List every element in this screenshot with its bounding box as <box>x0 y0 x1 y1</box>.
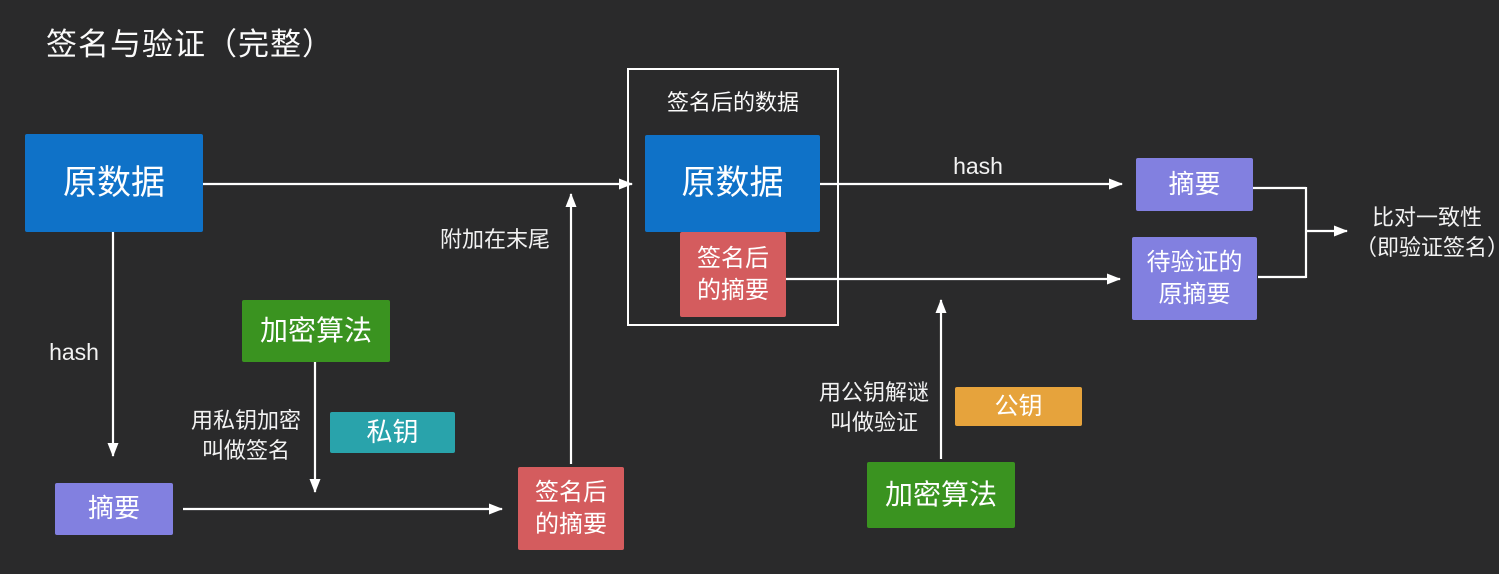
diagram-title: 签名与验证（完整） <box>46 27 334 62</box>
node-encryption-algorithm-verify: 加密算法 <box>867 462 1015 528</box>
node-public-key: 公钥 <box>955 387 1082 426</box>
label-compare-consistency: 比对一致性 （即验证签名） <box>1355 205 1499 260</box>
node-signed-digest: 签名后 的摘要 <box>518 467 624 550</box>
node-private-key: 私钥 <box>330 412 455 453</box>
label-hash-right: hash <box>953 153 1003 179</box>
node-encryption-algorithm-sign: 加密算法 <box>242 300 390 362</box>
node-original-data-left: 原数据 <box>25 134 203 232</box>
label-attach-at-end: 附加在末尾 <box>439 227 550 252</box>
signed-data-container-label: 签名后的数据 <box>666 90 799 115</box>
node-digest-left: 摘要 <box>55 483 173 535</box>
node-digest-to-verify: 待验证的 原摘要 <box>1132 237 1257 320</box>
label-verify-with-public-key: 用公钥解谜 叫做验证 <box>818 380 929 435</box>
label-hash-left: hash <box>49 339 99 365</box>
signed-data-container <box>627 68 839 326</box>
node-digest-computed: 摘要 <box>1136 158 1253 211</box>
label-sign-with-private-key: 用私钥加密 叫做签名 <box>190 408 301 463</box>
node-signed-digest-attached: 签名后 的摘要 <box>680 232 786 317</box>
node-original-data-signed: 原数据 <box>645 135 820 232</box>
